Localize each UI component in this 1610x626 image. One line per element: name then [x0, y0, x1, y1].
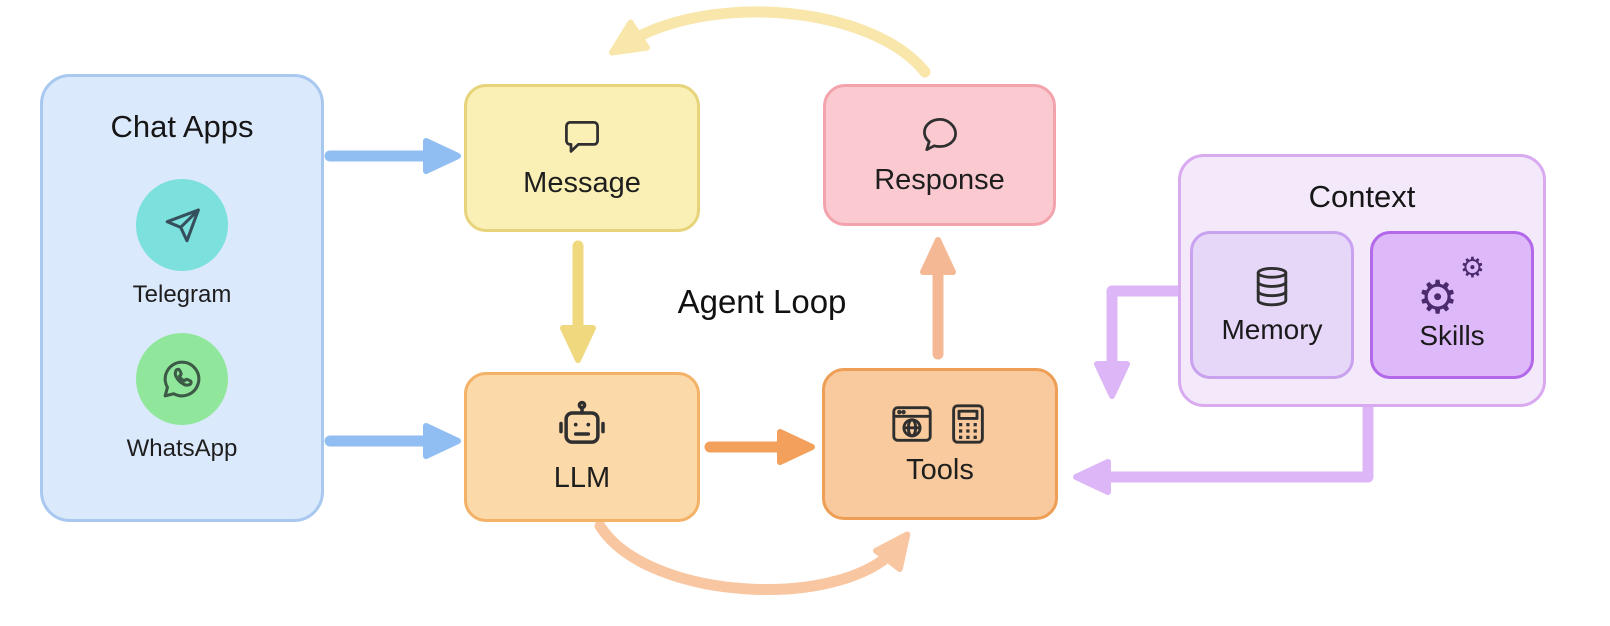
node-llm: LLM	[464, 372, 700, 522]
context-title: Context	[1308, 179, 1416, 214]
telegram-icon	[136, 179, 228, 271]
node-response: Response	[823, 84, 1056, 226]
calculator-icon	[952, 404, 984, 444]
arrow-response-to-message-curve	[608, 6, 931, 78]
chat-bubble-square-icon	[565, 121, 599, 153]
memory-label: Memory	[1221, 314, 1323, 345]
diagram-title: Agent Loop	[677, 283, 847, 320]
robot-icon	[559, 400, 605, 444]
context-children: Memory ⚙ ⚙ Skills	[1190, 231, 1534, 379]
database-icon	[1256, 266, 1288, 307]
node-context: Context Memory ⚙ ⚙ Skills	[1178, 154, 1546, 407]
llm-label: LLM	[553, 462, 611, 494]
message-label: Message	[523, 167, 641, 199]
gear-big-icon: ⚙	[1417, 271, 1459, 323]
node-chat-apps: Chat Apps Telegram WhatsApp	[40, 74, 324, 522]
tools-icons	[889, 401, 991, 447]
node-memory: Memory	[1190, 231, 1354, 379]
skills-label: Skills	[1419, 320, 1485, 351]
gear-small-icon: ⚙	[1459, 252, 1485, 283]
chat-apps-title: Chat Apps	[110, 109, 254, 144]
node-skills: ⚙ ⚙ Skills	[1370, 231, 1534, 379]
arrow-context-to-tools-down	[1094, 285, 1191, 399]
browser-globe-icon	[892, 406, 932, 442]
node-message: Message	[464, 84, 700, 232]
chat-bubble-round-icon	[922, 118, 957, 152]
whatsapp-app: WhatsApp	[126, 333, 238, 463]
whatsapp-label: WhatsApp	[126, 435, 238, 462]
response-label: Response	[874, 164, 1005, 196]
telegram-label: Telegram	[132, 281, 232, 308]
arrow-context-to-tools-left	[1073, 398, 1374, 495]
arrow-llm-to-tools-curve	[594, 520, 911, 596]
gears-icon: ⚙ ⚙	[1415, 254, 1489, 321]
telegram-app: Telegram	[132, 179, 232, 309]
tools-label: Tools	[906, 454, 974, 486]
whatsapp-icon	[136, 333, 228, 425]
node-tools: Tools	[822, 368, 1058, 520]
